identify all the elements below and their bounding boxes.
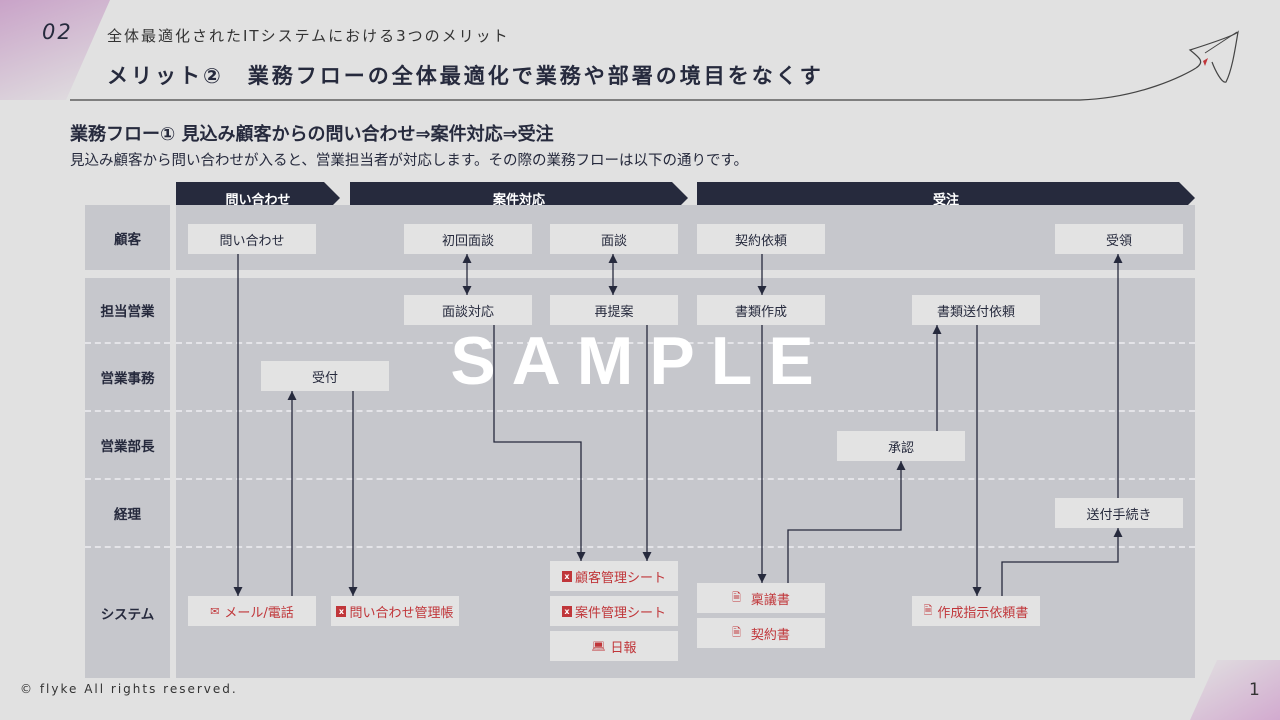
box-receipt: 受領: [1055, 224, 1183, 254]
mail-icon: ✉: [210, 604, 220, 618]
box-meeting-response: 面談対応: [404, 295, 532, 325]
lane-divider: [85, 546, 170, 548]
lane-divider: [85, 478, 170, 480]
lane-label-sales-manager: 営業部長: [100, 439, 155, 455]
system-instruction-request: 🗎 作成指示依頼書: [912, 596, 1040, 626]
lane-divider: [85, 342, 170, 344]
copyright: © flyke All rights reserved.: [20, 682, 238, 696]
excel-icon: x: [561, 570, 572, 582]
system-mail-phone: ✉ メール/電話: [188, 596, 316, 626]
laptop-icon: 💻︎: [591, 639, 606, 653]
page-number: 1: [1249, 680, 1260, 700]
document-icon: 🗎: [732, 590, 741, 604]
box-meeting: 面談: [550, 224, 678, 254]
system-label: メール/電話: [224, 605, 294, 621]
lane-label-sales-admin: 営業事務: [100, 371, 155, 387]
lane-label-sales-rep: 担当営業: [100, 304, 155, 320]
flow-description: 見込み顧客から問い合わせが入ると、営業担当者が対応します。その際の業務フローは以…: [70, 153, 749, 169]
excel-icon: x: [336, 605, 347, 617]
flow-heading: 業務フロー① 見込み顧客からの問い合わせ⇒案件対応⇒受注: [70, 124, 554, 145]
system-label: 契約書: [750, 627, 790, 643]
excel-icon: x: [561, 605, 572, 617]
system-daily-report: 💻︎ 日報: [550, 631, 678, 661]
box-first-meeting: 初回面談: [404, 224, 532, 254]
system-label: 案件管理シート: [574, 605, 666, 621]
box-re-proposal: 再提案: [550, 295, 678, 325]
lane-divider: [176, 342, 1195, 344]
system-label: 日報: [610, 640, 637, 656]
box-contract-request: 契約依頼: [697, 224, 825, 254]
box-document-send-request: 書類送付依頼: [912, 295, 1040, 325]
lane-label-system: システム: [100, 607, 155, 623]
lane-divider: [176, 546, 1195, 548]
system-label: 稟議書: [750, 592, 790, 608]
arrow-meeting-response-to-customer-sheet: [493, 325, 586, 561]
lane-divider: [85, 410, 170, 412]
system-ringi: 🗎 稟議書: [697, 583, 825, 613]
lane-divider: [176, 478, 1195, 480]
lane-customer: [176, 205, 1195, 270]
box-approval: 承認: [837, 431, 965, 461]
document-icon: 🗎: [923, 603, 933, 617]
system-label: 問い合わせ管理帳: [349, 605, 454, 621]
document-icon: 🗎: [732, 625, 741, 639]
sample-watermark: SAMPLE: [450, 323, 830, 399]
system-label: 顧客管理シート: [574, 570, 666, 586]
system-contract: 🗎 契約書: [697, 618, 825, 648]
arrow-instruction-to-shipping: [1001, 528, 1123, 596]
section-number: 02: [42, 20, 73, 44]
box-document-creation: 書類作成: [697, 295, 825, 325]
page-title: メリット② 業務フローの全体最適化で業務や部署の境目をなくす: [107, 64, 824, 88]
box-reception: 受付: [261, 361, 389, 391]
system-label: 作成指示依頼書: [937, 605, 1029, 621]
lane-label-accounting: 経理: [114, 507, 141, 523]
box-shipping-procedure: 送付手続き: [1055, 498, 1183, 528]
arrow-ringi-to-approval: [787, 461, 906, 583]
lane-divider: [176, 410, 1195, 412]
box-inquiry: 問い合わせ: [188, 224, 316, 254]
lane-label-customer: 顧客: [85, 205, 170, 270]
section-subtitle: 全体最適化されたITシステムにおける3つのメリット: [107, 27, 510, 45]
